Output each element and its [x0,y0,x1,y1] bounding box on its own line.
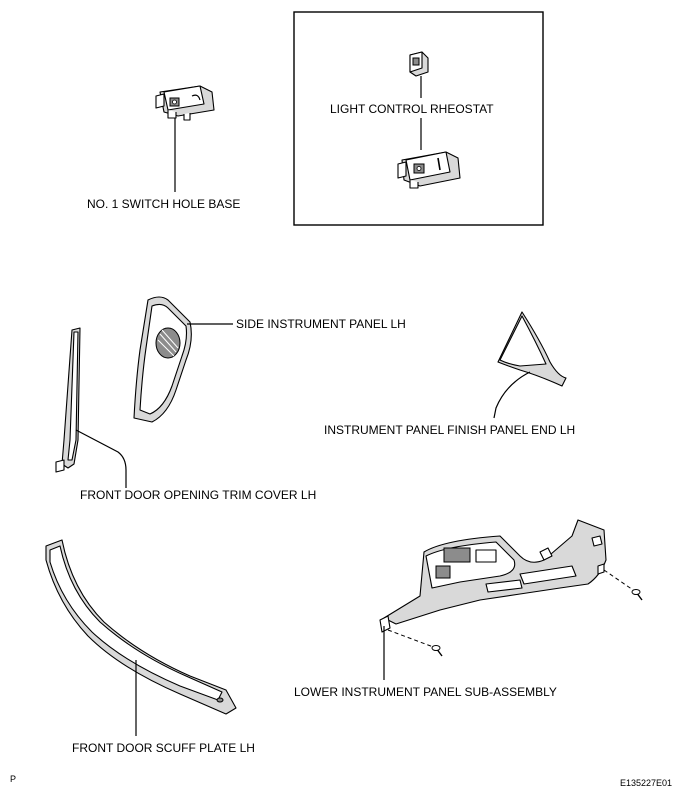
finish-panel-end-part [497,311,567,387]
switch-hole-base-part [155,85,215,121]
label-lower-instrument-panel: LOWER INSTRUMENT PANEL SUB-ASSEMBLY [294,685,557,699]
label-light-control-rheostat: LIGHT CONTROL RHEOSTAT [330,102,494,116]
trim-cover-leader [75,429,127,488]
inset-box [293,11,544,226]
footer-left-code: P [10,774,16,784]
front-door-scuff-plate-part [45,539,237,715]
figure-id: E135227E01 [620,778,672,788]
switch-base-with-rheostat-part [397,151,461,189]
lower-instrument-panel-part [379,519,607,633]
front-door-opening-trim-part [55,327,81,473]
clip-line-right [603,569,637,593]
screw-right-icon [631,589,643,601]
screw-left-icon [431,645,443,657]
finish-panel-leader [493,371,531,419]
label-front-door-opening-trim: FRONT DOOR OPENING TRIM COVER LH [80,488,316,502]
side-instrument-panel-part [133,296,192,423]
label-finish-panel-end: INSTRUMENT PANEL FINISH PANEL END LH [324,423,575,437]
light-control-rheostat-part [409,51,429,77]
label-switch-hole-base: NO. 1 SWITCH HOLE BASE [87,197,240,211]
label-side-instrument-panel: SIDE INSTRUMENT PANEL LH [236,317,406,331]
label-front-door-scuff-plate: FRONT DOOR SCUFF PLATE LH [72,741,255,755]
clip-line-left [387,629,437,649]
